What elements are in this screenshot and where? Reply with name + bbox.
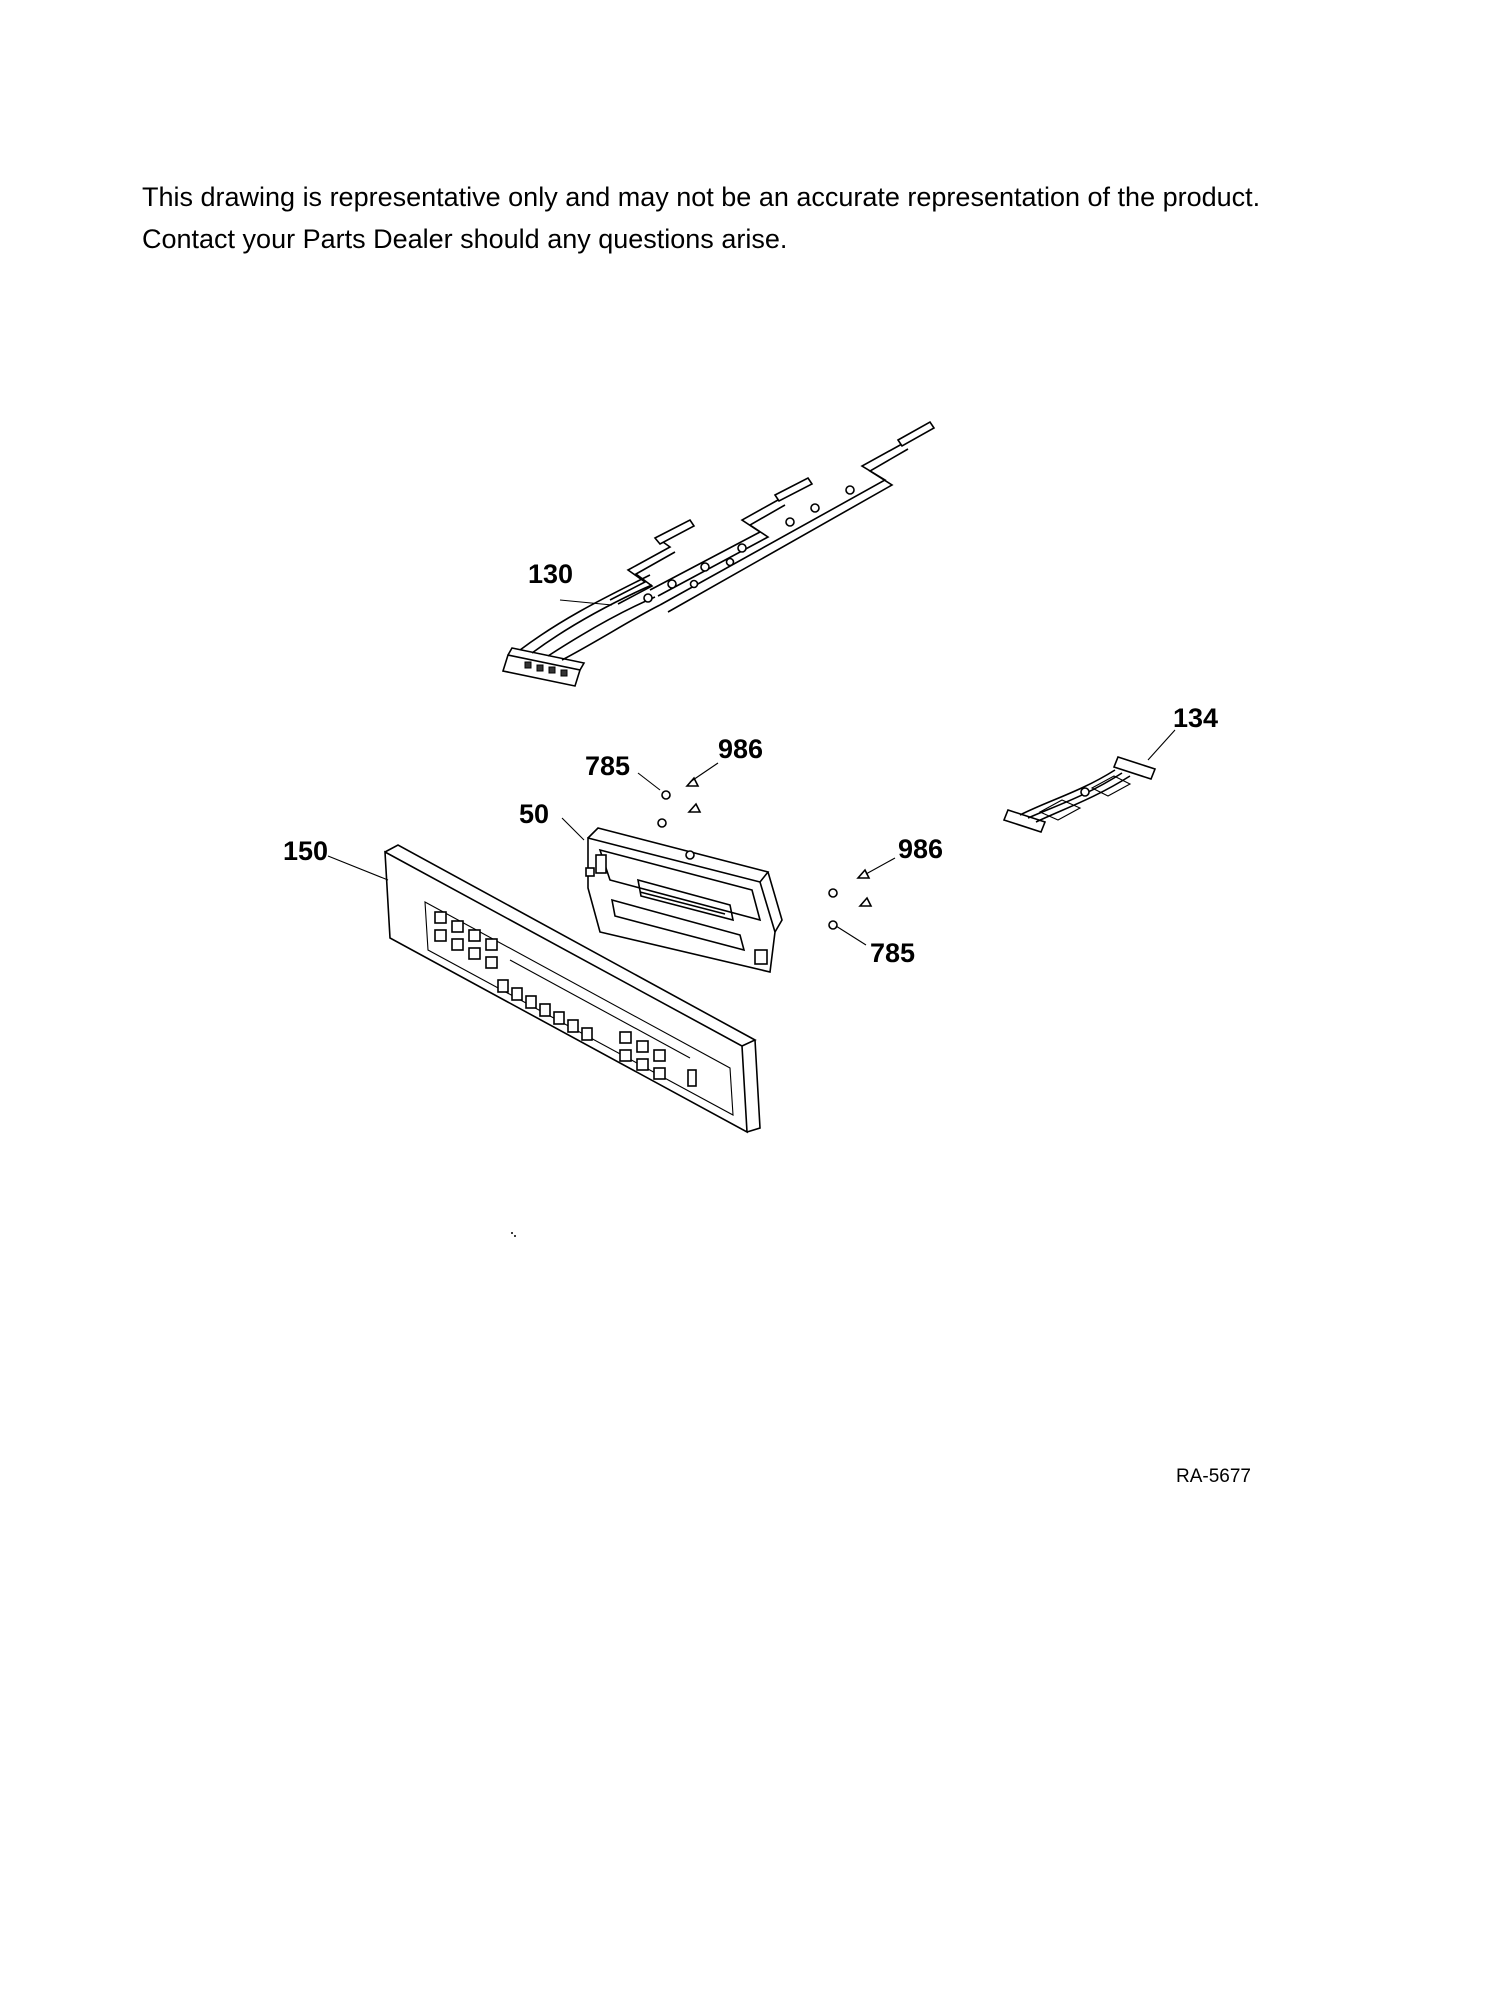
wire-harness-134: [1002, 756, 1157, 833]
screws-top: [657, 776, 702, 828]
reference-code: RA-5677: [1176, 1466, 1251, 1487]
disclaimer-line-1: This drawing is representative only and …: [142, 182, 1261, 212]
screws-right: [828, 868, 873, 930]
callout-785-top: 785: [585, 751, 630, 781]
callout-50: 50: [519, 799, 549, 829]
callout-785-right: 785: [870, 938, 915, 968]
wire-harness-130: [501, 420, 936, 687]
callout-130: 130: [528, 559, 573, 589]
callout-134: 134: [1173, 703, 1218, 733]
control-board-50: [585, 827, 783, 973]
callout-986-top: 986: [718, 734, 763, 764]
disclaimer-line-2: Contact your Parts Dealer should any que…: [142, 224, 788, 254]
harness-130-connector: [501, 647, 586, 687]
control-panel-150: [384, 844, 761, 1134]
callout-986-right: 986: [898, 834, 943, 864]
callout-150: 150: [283, 836, 328, 866]
leader-lines: [327, 599, 1176, 946]
disclaimer-text: This drawing is representative only and …: [142, 176, 1260, 260]
